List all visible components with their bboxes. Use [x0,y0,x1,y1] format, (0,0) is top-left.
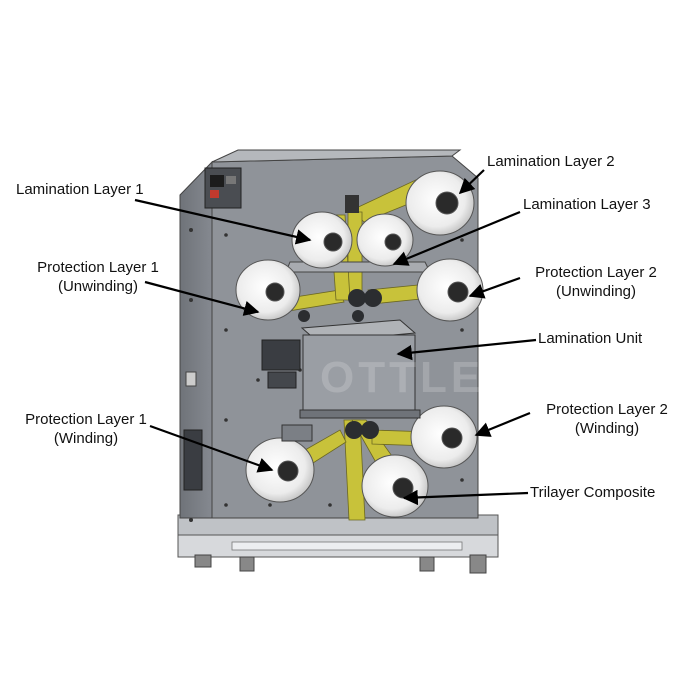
machine-base [177,514,499,574]
roll-lamination-layer-1 [291,211,353,269]
label-protection-layer-1-unwinding-title: Protection Layer 1 [37,259,159,276]
machine-side-panel [179,160,213,522]
roll-protection-layer-2-winding [410,405,478,469]
roll-trilayer-composite [361,454,429,518]
label-lamination-unit: Lamination Unit [538,330,643,347]
lamination-unit-box [261,319,421,442]
label-trilayer-composite: Trilayer Composite [530,484,656,501]
arrow-lamination-layer-3 [392,210,521,266]
roll-lamination-layer-2 [405,170,475,236]
arrow-lamination-unit [396,338,537,361]
label-protection-layer-2-winding-sub: (Winding) [574,420,640,437]
label-protection-layer-1-winding-sub: (Winding) [53,430,119,447]
roll-lamination-layer-3 [356,213,414,267]
label-protection-layer-2-winding-title: Protection Layer 2 [546,401,668,418]
label-protection-layer-1-winding: Protection Layer 1 (Winding) [6,410,166,448]
label-protection-layer-1-unwinding: Protection Layer 1 (Unwinding) [18,258,178,296]
roll-protection-layer-1-unwinding [235,259,301,321]
label-protection-layer-2-winding: Protection Layer 2 (Winding) [527,400,687,438]
label-lamination-layer-2: Lamination Layer 2 [487,153,615,170]
roll-protection-layer-1-winding [245,437,315,503]
label-lamination-layer-3: Lamination Layer 3 [523,196,651,213]
roll-protection-layer-2-unwinding [416,258,484,322]
callout-arrows [134,169,537,506]
label-protection-layer-1-winding-title: Protection Layer 1 [25,411,147,428]
arrow-lamination-layer-2 [458,169,485,195]
arrow-protection-layer-1-winding [149,424,274,473]
label-protection-layer-2-unwinding-title: Protection Layer 2 [535,264,657,281]
arrow-trilayer-composite [402,489,529,506]
arrow-protection-layer-1-unwinding [144,280,260,316]
watermark-logo: OTTLEC [320,353,520,402]
label-protection-layer-2-unwinding-sub: (Unwinding) [555,283,637,300]
label-lamination-layer-1: Lamination Layer 1 [16,181,144,198]
label-protection-layer-2-unwinding: Protection Layer 2 (Unwinding) [516,263,676,301]
label-protection-layer-1-unwinding-sub: (Unwinding) [57,278,139,295]
arrow-lamination-layer-1 [134,198,312,245]
arrow-protection-layer-2-unwinding [468,276,521,299]
arrow-protection-layer-2-winding [474,411,531,437]
guide-rollers [298,195,382,439]
